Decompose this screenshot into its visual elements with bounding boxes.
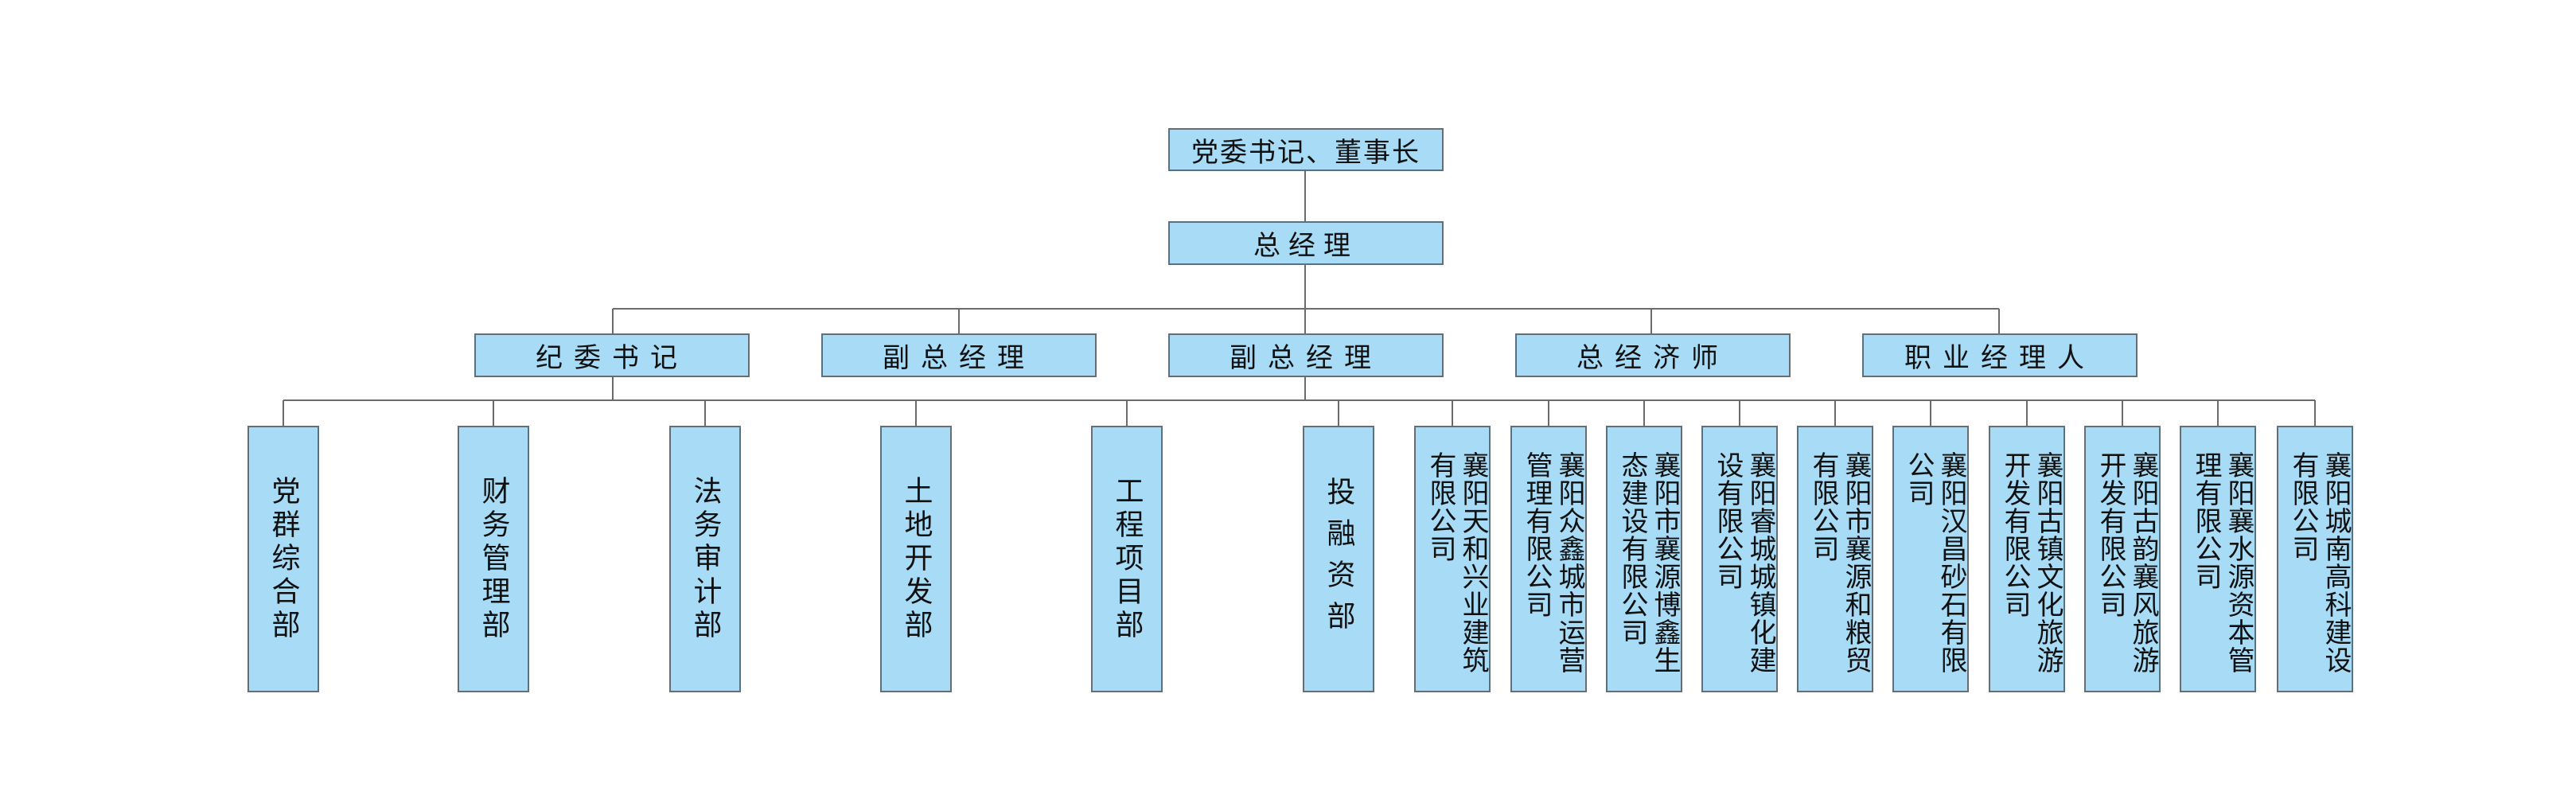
company-ancient-town-tourism: 襄阳古镇文化旅游开发有限公司 xyxy=(1989,426,2065,692)
company-tianhe-xingye: 襄阳天和兴业建筑有限公司 xyxy=(1414,426,1491,692)
company-xiangshuiyuan-capital: 襄阳襄水源资本管理有限公司 xyxy=(2180,426,2256,692)
dept-engineering-projects: 工程项目部 xyxy=(1091,426,1163,692)
company-xiangyuan-boxin: 襄阳市襄源博鑫生态建设有限公司 xyxy=(1606,426,1682,692)
company-hanchang-sand: 襄阳汉昌砂石有限公司 xyxy=(1892,426,1969,692)
company-ruicheng-urbanization: 襄阳睿城城镇化建设有限公司 xyxy=(1701,426,1778,692)
dept-party-affairs: 党群综合部 xyxy=(247,426,319,692)
dept-investment-financing: 投融资部 xyxy=(1303,426,1374,692)
company-xiangyuanhe-grain: 襄阳市襄源和粮贸有限公司 xyxy=(1797,426,1873,692)
company-chengnan-gaoke: 襄阳城南高科建设有限公司 xyxy=(2277,426,2353,692)
discipline-secretary-box: 纪委书记 xyxy=(474,333,750,377)
general-manager-box: 总经理 xyxy=(1168,221,1444,265)
chairman-box: 党委书记、董事长 xyxy=(1168,128,1444,171)
dept-land-development: 土地开发部 xyxy=(880,426,952,692)
chief-economist-box: 总经济师 xyxy=(1515,333,1791,377)
deputy-gm-box-1: 副总经理 xyxy=(821,333,1097,377)
dept-finance: 财务管理部 xyxy=(458,426,529,692)
dept-legal-audit: 法务审计部 xyxy=(669,426,741,692)
company-guyun-xiangfeng-tourism: 襄阳古韵襄风旅游开发有限公司 xyxy=(2084,426,2161,692)
company-zhongxin-city-ops: 襄阳众鑫城市运营管理有限公司 xyxy=(1510,426,1587,692)
professional-manager-box: 职业经理人 xyxy=(1862,333,2138,377)
deputy-gm-box-2: 副总经理 xyxy=(1168,333,1444,377)
